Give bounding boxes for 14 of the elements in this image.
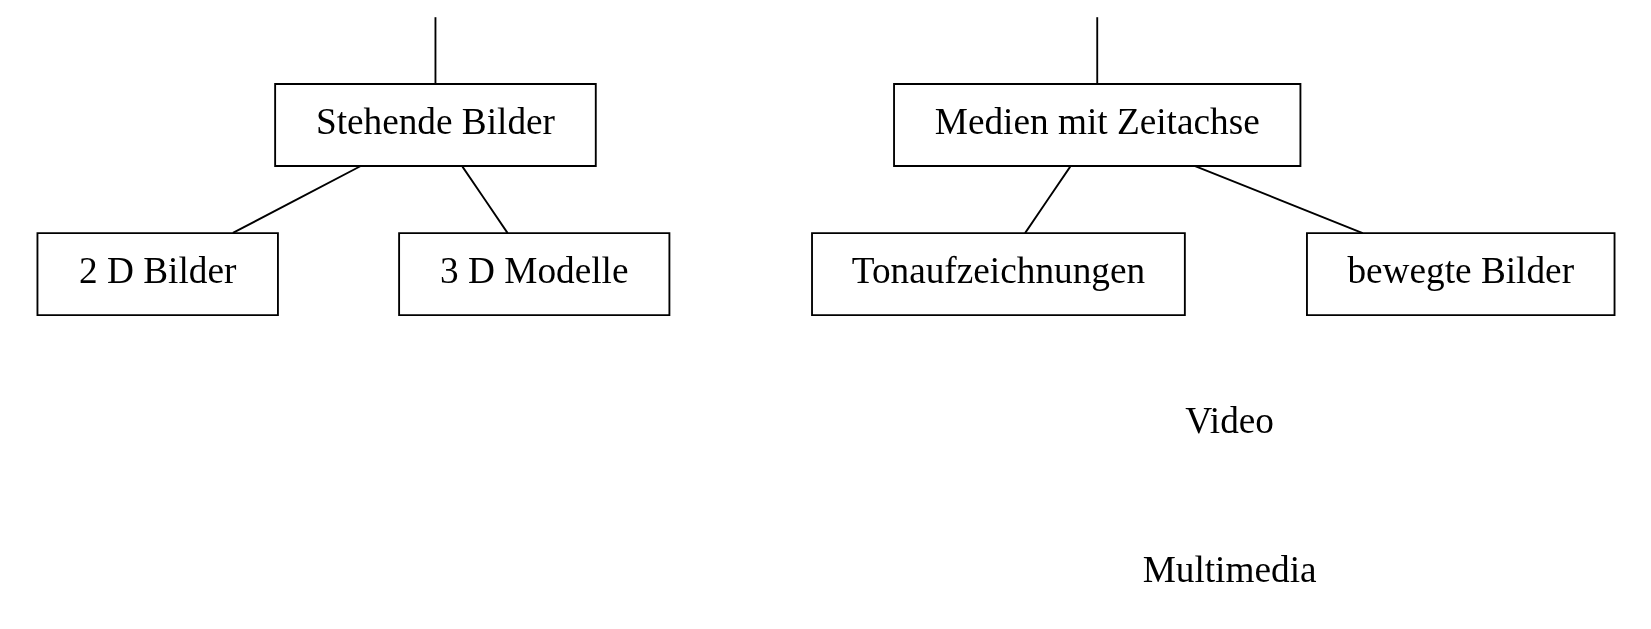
node-box: Tonaufzeichnungen: [810, 232, 1186, 317]
node-box: Stehende Bilder: [273, 83, 597, 167]
connector: [1023, 165, 1071, 235]
node-box: 2 D Bilder: [36, 232, 279, 317]
node-box: 3 D Modelle: [397, 232, 670, 317]
node-box: bewegte Bilder: [1305, 232, 1615, 317]
connector: [1193, 165, 1364, 234]
connector: [434, 16, 436, 85]
label: Video: [1184, 399, 1274, 441]
label: Multimedia: [1142, 548, 1317, 590]
connector: [231, 165, 361, 234]
node-box: Medien mit Zeitachse: [892, 83, 1301, 167]
connector: [461, 165, 509, 235]
connector: [1095, 16, 1098, 85]
